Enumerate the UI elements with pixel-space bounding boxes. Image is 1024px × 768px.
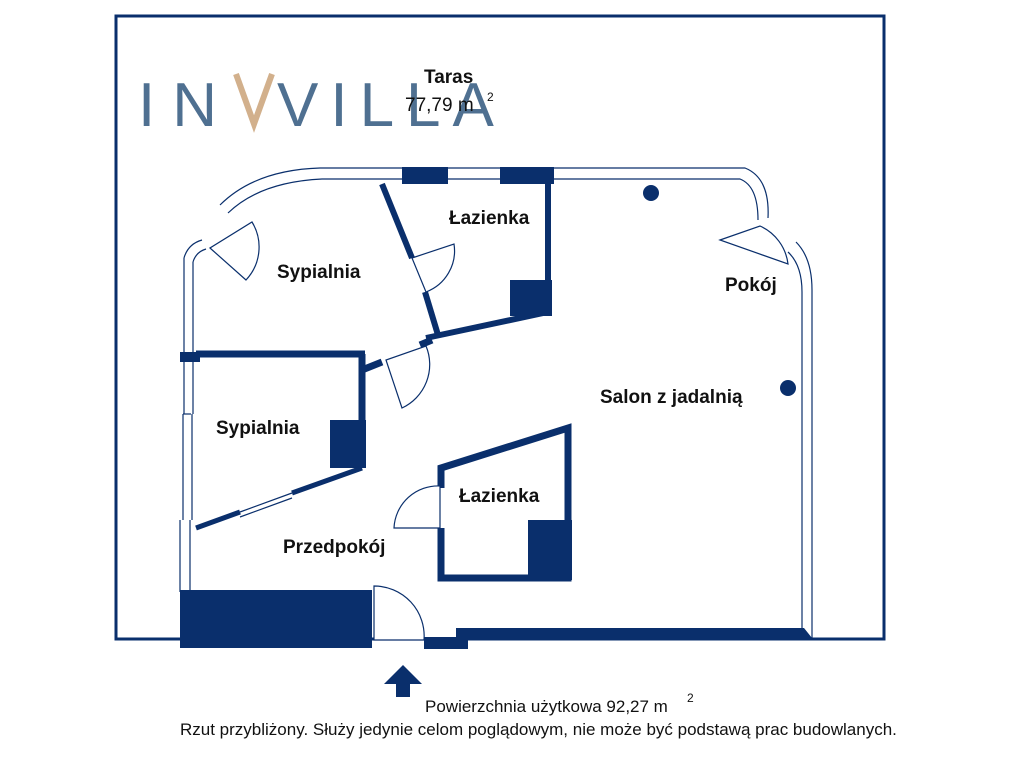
entrance-door [373,585,425,641]
terrace-area-sup: 2 [487,90,494,104]
bottom-walls [180,590,812,649]
room-label-hallway: Przedpokój [283,537,385,558]
exterior-window-wall [179,167,813,638]
room-label-bathroom-top: Łazienka [449,208,530,229]
room-label-room-right: Pokój [725,275,777,296]
room-label-bedroom-left: Sypialnia [216,418,300,439]
room-label-bathroom-center: Łazienka [459,486,540,507]
logo-text-villa: VILLA [277,71,506,140]
column-right [780,380,796,396]
door-swing-sw [208,221,260,281]
room-label-living: Salon z jadalnią [600,387,743,408]
terrace-area: 77,79 m [405,95,474,116]
logo-v-accent [233,72,275,133]
bedroom-left-walls [195,336,434,531]
brand-logo: IN VILLA [138,71,506,140]
door-swing-ne [718,225,789,265]
column-top [643,185,659,201]
bathroom-top-walls [379,182,552,341]
room-label-bedroom-top: Sypialnia [277,262,361,283]
usable-area-sup: 2 [687,691,694,705]
bathroom-top-door [411,243,456,293]
bedroom-left-door [385,345,431,409]
logo-text-in: IN [138,71,234,140]
bathroom-center-walls [437,423,572,582]
terrace-label: Taras [424,67,473,88]
bathroom-center-door [393,485,441,529]
usable-area-label: Powierzchnia użytkowa 92,27 m [425,697,668,716]
terrace-outline [114,14,886,641]
wall-top-2 [500,167,554,184]
entrance-arrow-icon [384,665,422,697]
wall-left-stub [180,352,200,362]
wall-top-1 [402,167,448,184]
disclaimer-text: Rzut przybliżony. Służy jedynie celom po… [180,720,897,739]
